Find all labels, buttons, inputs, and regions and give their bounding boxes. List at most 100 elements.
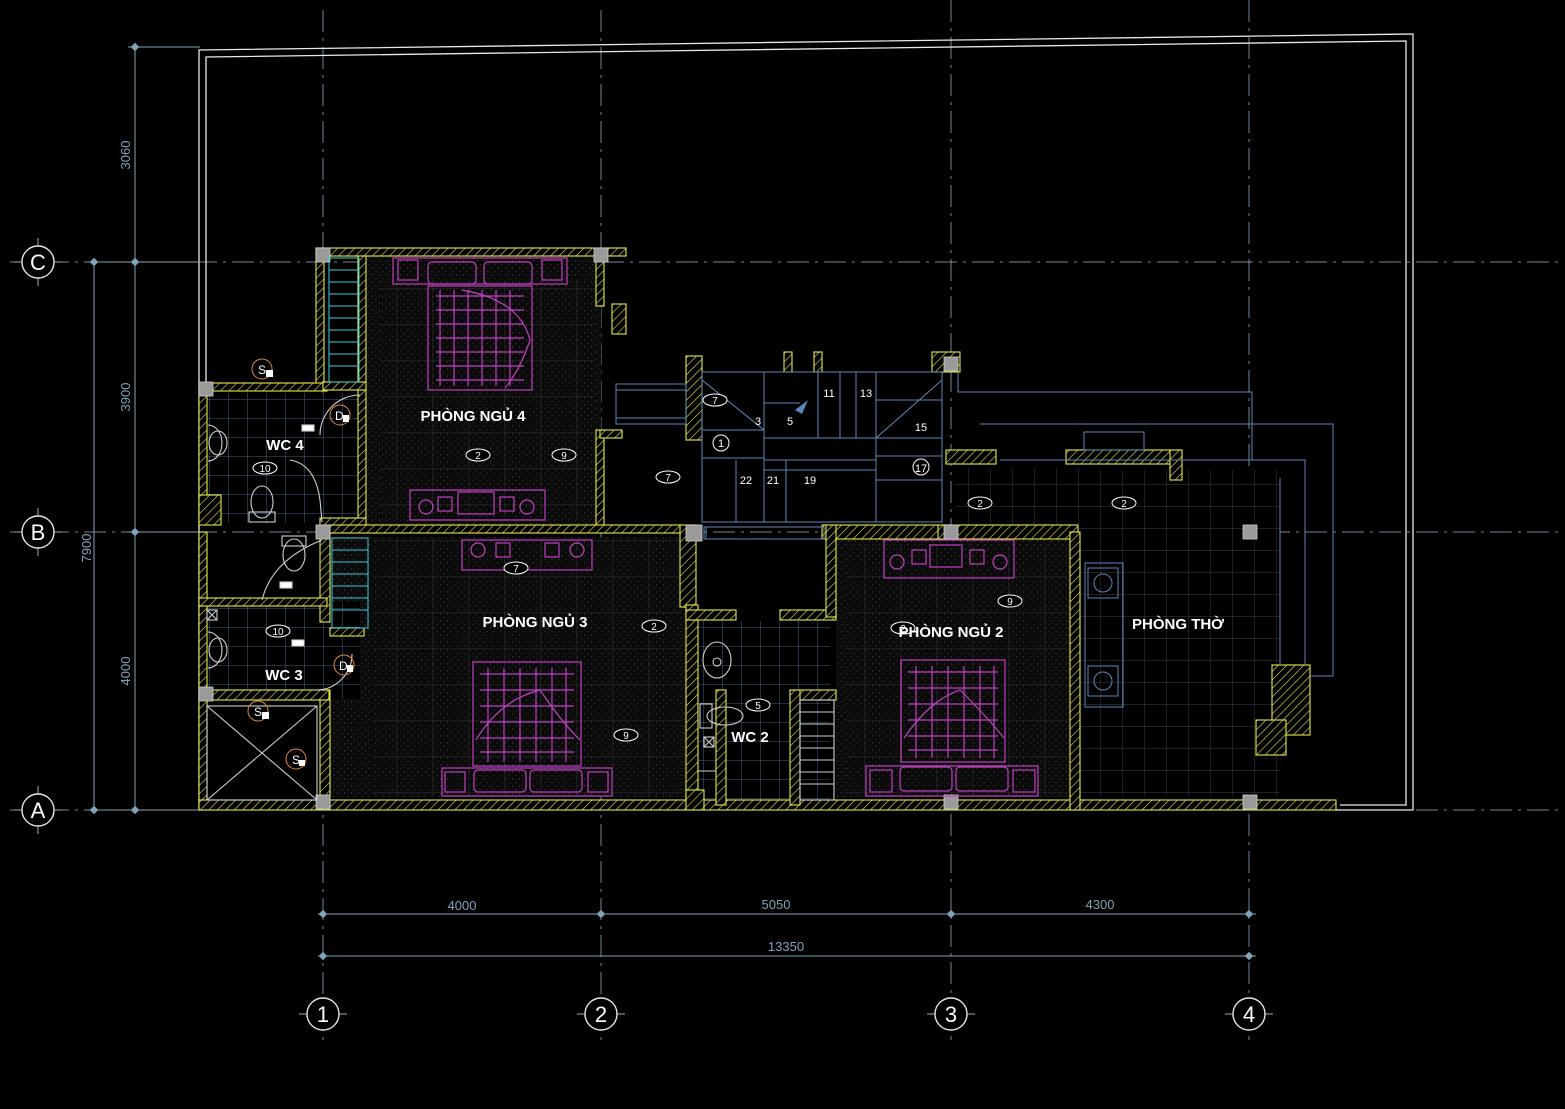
svg-text:S: S: [254, 705, 262, 719]
room-label-wc-3: WC 3: [265, 667, 303, 684]
tag-bedroom3-9: 9: [613, 728, 639, 742]
tag-lobby-7: 7: [655, 470, 681, 484]
svg-text:10: 10: [259, 464, 271, 475]
svg-text:7: 7: [513, 564, 519, 575]
svg-text:9: 9: [1007, 597, 1013, 608]
tag-stair-7: 7: [702, 393, 728, 407]
wc-2-sink: [702, 641, 732, 679]
tag-bedroom3-2: 2: [641, 619, 667, 633]
grid-bubble-b: B: [14, 508, 62, 556]
stair-step-11: 11: [823, 388, 834, 400]
grid-bubble-2: 2: [577, 997, 625, 1031]
bed-bedroom-3: [441, 539, 613, 797]
columns: [198, 247, 1258, 810]
altar-room-floor: [1080, 470, 1280, 797]
tag-altar-2: 2: [1111, 496, 1137, 510]
stair-step-3: 3: [755, 416, 761, 428]
svg-text:D: D: [339, 659, 348, 673]
svg-text:7: 7: [712, 396, 718, 407]
tag-bedroom2-9: 9: [997, 594, 1023, 608]
grid-bubbles: C B A 1 2 3 4: [14, 238, 1273, 1031]
wardrobes: [328, 257, 835, 801]
wc-3-floor: [206, 602, 360, 699]
stair-step-13: 13: [860, 388, 872, 400]
room-labels: PHÒNG NGỦ 4 PHÒNG NGỦ 3 PHÒNG NGỦ 2 PHÒN…: [265, 407, 1224, 746]
stair-step-5: 5: [787, 416, 793, 428]
dimensions: 7900 3060 3900 4000 4000 5050 4300 13350: [79, 42, 1256, 961]
grid-label-2: 2: [595, 1002, 607, 1027]
svg-text:2: 2: [475, 451, 481, 462]
wc-4-toilet: [250, 485, 274, 519]
grid-bubble-4: 4: [1225, 997, 1273, 1031]
svg-text:S: S: [258, 363, 266, 377]
symbols: S S S D D: [247, 358, 355, 770]
staircase: 3 5 11 13 15 17 19 21 22 1: [615, 371, 1334, 677]
room-label-altar-room: PHÒNG THỜ: [1132, 615, 1224, 633]
bed-bedroom-4: [392, 257, 568, 521]
grid-label-1: 1: [317, 1002, 329, 1027]
svg-text:7: 7: [665, 473, 671, 484]
grid-label-c: C: [30, 250, 46, 275]
tag-wc4-10: 10: [252, 461, 278, 475]
dim-total: 13350: [768, 939, 804, 954]
svg-text:2: 2: [900, 624, 906, 635]
stair-step-22: 22: [740, 475, 752, 487]
furniture: [392, 257, 1124, 797]
svg-text:D: D: [335, 409, 344, 423]
wc-3-toilet: [282, 538, 306, 572]
svg-text:10: 10: [272, 627, 284, 638]
stair-step-17: 17: [915, 463, 927, 475]
wc-3-sink: [207, 631, 223, 669]
floor-finishes: [206, 255, 1280, 801]
tag-hall-2: 2: [967, 496, 993, 510]
svg-text:9: 9: [623, 731, 629, 742]
grid-bubble-1: 1: [299, 997, 347, 1031]
s-symbol-shaft-mid: S: [285, 748, 307, 770]
s-symbol-shaft-top: S: [247, 700, 269, 722]
tag-bedroom2-2: 2: [890, 621, 916, 635]
altar-table: [1084, 562, 1124, 708]
dim-vertical-outer: 7900: [79, 534, 94, 563]
site-boundary: [198, 33, 1414, 811]
svg-text:5: 5: [755, 701, 761, 712]
svg-text:2: 2: [651, 622, 657, 633]
dim-span-2-3: 5050: [762, 897, 791, 912]
grid-label-3: 3: [945, 1002, 957, 1027]
dim-vertical-mid: 3900: [118, 383, 133, 412]
tag-bedroom4-2: 2: [465, 448, 491, 462]
finish-tags: 2 9 10 7 7 7 2 9 10 5 2 9 2 2: [252, 393, 1137, 742]
tag-wc2-5: 5: [745, 698, 771, 712]
room-label-bedroom-3: PHÒNG NGỦ 3: [482, 613, 587, 631]
svg-text:2: 2: [1121, 499, 1127, 510]
grid-bubble-a: A: [14, 786, 62, 834]
bed-bedroom-2: [865, 539, 1039, 797]
svg-text:2: 2: [977, 499, 983, 510]
room-label-bedroom-2: PHÒNG NGỦ 2: [898, 623, 1003, 641]
room-label-wc-2: WC 2: [731, 729, 769, 746]
wc-4-sink: [207, 424, 223, 462]
grid-label-b: B: [31, 520, 46, 545]
grid-bubble-3: 3: [927, 997, 975, 1031]
room-label-bedroom-4: PHÒNG NGỦ 4: [420, 407, 526, 425]
tag-wc3-10: 10: [265, 624, 291, 638]
stair-tag-1: 1: [718, 438, 724, 450]
svg-text:9: 9: [561, 451, 567, 462]
svg-text:S: S: [292, 753, 300, 767]
dim-vertical-low: 4000: [118, 657, 133, 686]
stair-step-numbers: 3 5 11 13 15 17 19 21 22: [740, 388, 927, 487]
dim-span-1-2: 4000: [448, 898, 477, 913]
stair-step-15: 15: [915, 422, 927, 434]
grid-label-a: A: [31, 798, 46, 823]
grid-label-4: 4: [1243, 1002, 1255, 1027]
s-symbol-wc4: S: [251, 358, 273, 380]
sanitary-fixtures: [206, 394, 744, 801]
tag-bedroom3-7: 7: [503, 561, 529, 575]
d-symbol-wc4: D: [329, 404, 351, 426]
tag-bedroom4-9: 9: [551, 448, 577, 462]
dim-vertical-top: 3060: [118, 141, 133, 170]
room-label-wc-4: WC 4: [266, 437, 304, 454]
wc-2-toilet: [706, 706, 744, 726]
stair-step-19: 19: [804, 475, 816, 487]
wc-4-floor: [206, 393, 360, 523]
